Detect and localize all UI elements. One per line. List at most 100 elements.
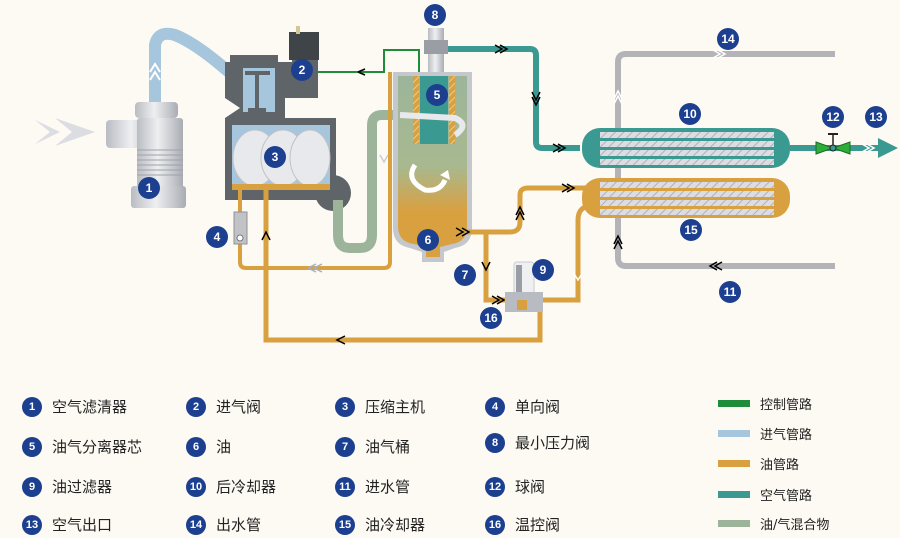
svg-text:15: 15	[684, 223, 698, 237]
legend-label: 出水管	[216, 516, 262, 534]
svg-text:6: 6	[425, 233, 432, 247]
legend-badge: 10	[186, 476, 206, 497]
pipe-legend-mix: 油/气混合物	[718, 514, 829, 533]
legend-badge: 5	[22, 436, 42, 457]
legend-swatch	[718, 400, 750, 407]
legend-label: 压缩主机	[365, 398, 426, 416]
legend-badge: 11	[335, 476, 355, 497]
legend-item-4: 4 单向阀	[485, 396, 560, 417]
legend-swatch	[718, 520, 750, 527]
oil-gas-tank	[393, 72, 472, 262]
intake-air-arrow	[35, 118, 95, 146]
badge-1: 1	[138, 177, 160, 199]
svg-text:16: 16	[484, 311, 498, 325]
legend-swatch	[718, 430, 750, 437]
svg-text:8: 8	[432, 8, 439, 22]
compressor-housing	[225, 45, 351, 211]
badge-3: 3	[264, 146, 286, 168]
legend-label: 油	[216, 438, 232, 456]
svg-text:3: 3	[272, 150, 279, 164]
legend-item-3: 3 压缩主机	[335, 396, 425, 417]
control-line	[318, 49, 420, 73]
oil-main-line	[263, 190, 543, 343]
legend-label: 控制管路	[760, 398, 813, 413]
badge-13: 13	[865, 106, 887, 128]
water-inlet-pipe	[615, 165, 835, 269]
pipe-legend-control: 控制管路	[718, 394, 812, 413]
legend-badge: 14	[186, 514, 206, 535]
svg-text:14: 14	[721, 32, 735, 46]
badge-14: 14	[717, 28, 739, 50]
legend-label: 油过滤器	[52, 478, 113, 496]
badge-12: 12	[822, 106, 844, 128]
legend-badge: 2	[186, 396, 206, 417]
badge-2: 2	[291, 59, 313, 81]
legend-label: 油管路	[760, 458, 800, 473]
legend-item-2: 2 进气阀	[186, 396, 261, 417]
badge-16: 16	[480, 307, 502, 329]
legend-badge: 9	[22, 476, 42, 497]
legend-item-8: 8 最小压力阀	[485, 432, 590, 453]
legend-item-11: 11 进水管	[335, 476, 410, 497]
intake-flow-arrow	[149, 62, 161, 81]
legend-label: 温控阀	[515, 516, 561, 534]
ball-valve	[815, 133, 851, 155]
legend-label: 油冷却器	[365, 516, 426, 534]
legend-item-10: 10 后冷却器	[186, 476, 276, 497]
legend-item-14: 14 出水管	[186, 514, 261, 535]
legend-badge: 16	[485, 514, 505, 535]
legend-label: 进气管路	[760, 428, 813, 443]
legend-badge: 3	[335, 396, 355, 417]
legend-badge: 8	[485, 432, 505, 453]
badge-8: 8	[424, 4, 446, 26]
air-outlet-arrow	[878, 138, 898, 158]
legend-item-9: 9 油过滤器	[22, 476, 112, 497]
legend-label: 后冷却器	[216, 478, 277, 496]
legend-badge: 7	[335, 436, 355, 457]
legend-badge: 6	[186, 436, 206, 457]
svg-text:5: 5	[434, 88, 441, 102]
legend-label: 球阀	[515, 478, 546, 496]
legend-label: 进气阀	[216, 398, 262, 416]
water-outlet-pipe	[615, 51, 835, 140]
badge-15: 15	[680, 219, 702, 241]
legend-label: 单向阀	[515, 398, 561, 416]
control-arrow	[357, 68, 366, 76]
oil-to-thermo-valve	[483, 232, 505, 303]
badge-4: 4	[206, 226, 228, 248]
oil-air-mix-pipe	[333, 110, 440, 253]
legend-swatch	[718, 460, 750, 467]
legend-badge: 13	[22, 514, 42, 535]
oil-to-cooler-pipe	[467, 185, 590, 235]
legend-badge: 12	[485, 476, 505, 497]
legend-label: 油/气混合物	[760, 518, 830, 533]
svg-text:13: 13	[869, 110, 883, 124]
legend-badge: 4	[485, 396, 505, 417]
badge-10: 10	[679, 103, 701, 125]
badge-11: 11	[719, 281, 741, 303]
svg-text:9: 9	[540, 263, 547, 277]
legend-item-12: 12 球阀	[485, 476, 545, 497]
badge-6: 6	[417, 229, 439, 251]
svg-text:11: 11	[724, 285, 737, 299]
air-filter	[106, 102, 186, 208]
oil-cooler	[582, 178, 790, 218]
legend-label: 油气分离器芯	[52, 438, 143, 456]
svg-text:7: 7	[462, 268, 469, 282]
legend-item-16: 16 温控阀	[485, 514, 560, 535]
pipe-legend-oil: 油管路	[718, 454, 799, 473]
after-cooler	[582, 128, 790, 168]
svg-text:10: 10	[683, 107, 697, 121]
pipe-legend-air: 空气管路	[718, 485, 812, 504]
legend-label: 最小压力阀	[515, 434, 591, 452]
badge-9: 9	[532, 259, 554, 281]
legend-label: 空气管路	[760, 489, 813, 504]
oil-cooler-return	[530, 202, 596, 303]
legend-label: 进水管	[365, 478, 411, 496]
pipe-legend-intake: 进气管路	[718, 424, 812, 443]
